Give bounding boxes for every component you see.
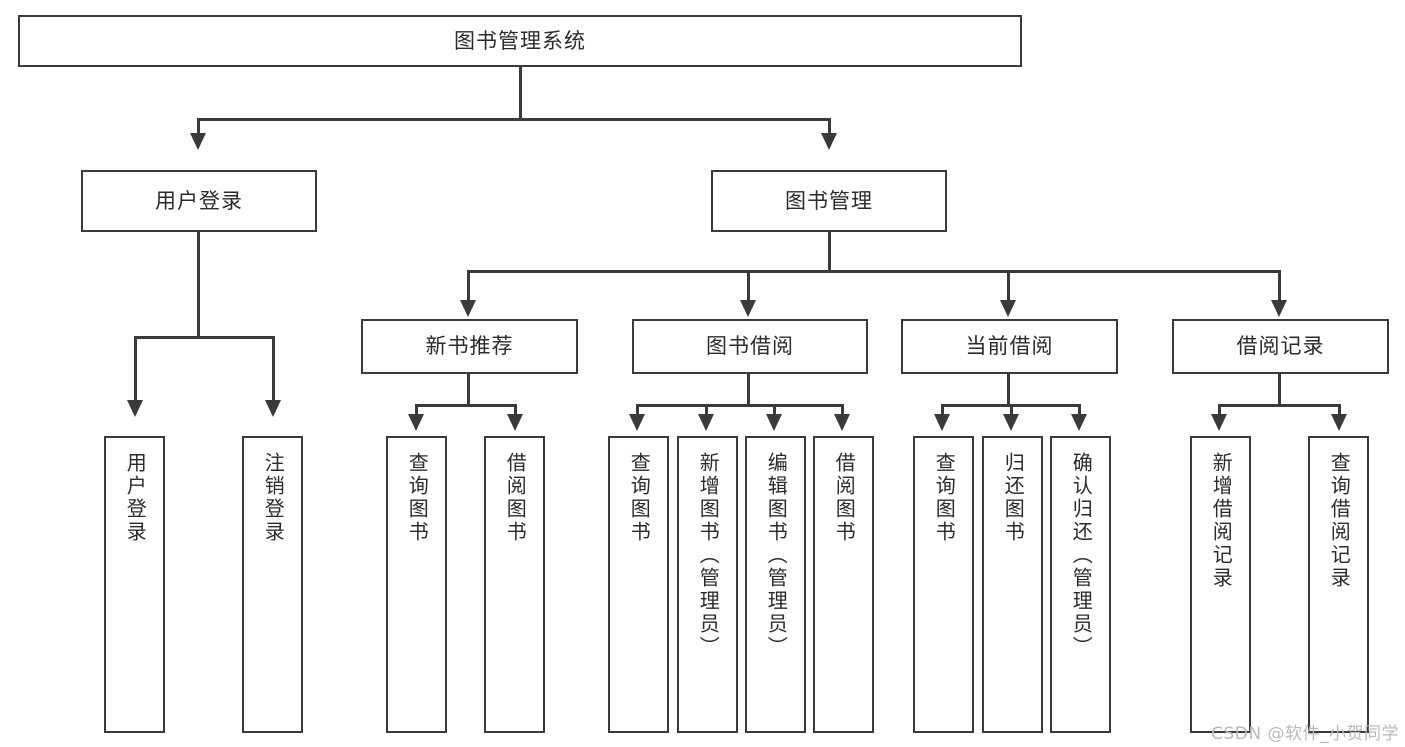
connector-book-borrow-drop-3 [841,404,844,416]
connector-new-book-drop-0 [415,404,418,416]
node-label: 用户登录 [155,188,243,213]
arrowhead-to-leaf-query-book-b [629,414,645,431]
connector-current-borrow-drop-0 [941,404,944,416]
connector-level3-drop-2 [1007,270,1010,303]
node-root-book-management-system[interactable]: 图书管理系统 [18,15,1022,67]
node-label: 当前借阅 [965,334,1054,359]
connector-level3-drop-0 [467,270,470,303]
node-borrow-record[interactable]: 借阅记录 [1172,319,1389,374]
leaf-label: 查询图书 [932,452,957,544]
connector-level3-drop-1 [747,270,750,303]
connector-level3-drop-3 [1278,270,1281,303]
connector-borrow-record-drop-1 [1338,404,1341,416]
leaf-label: 查询图书 [627,452,652,544]
connector-root-stem [519,67,522,91]
leaf-label: 查询图书 [405,452,430,544]
leaf-logout[interactable]: 注销登录 [242,436,303,733]
connector-borrow-record-drop-0 [1218,404,1221,416]
arrowhead-to-user-login [190,133,206,150]
arrowhead-to-borrow-record [1271,300,1287,317]
leaf-query-book-borrow[interactable]: 查询图书 [608,436,669,733]
connector-book-borrow-drop-1 [705,404,708,416]
node-user-login[interactable]: 用户登录 [81,170,317,232]
arrowhead-to-leaf-add-borrow-record [1211,414,1227,431]
connector-user-login-stem [197,232,200,336]
connector-user-login-bus [134,336,275,339]
node-label: 图书借阅 [706,334,794,359]
connector-book-borrow-bus [636,404,844,407]
node-label: 新书推荐 [425,334,514,359]
leaf-query-book-recommend[interactable]: 查询图书 [386,436,447,733]
leaf-label: 新增借阅记录 [1209,452,1234,590]
arrowhead-to-leaf-query-borrow-record [1331,414,1347,431]
node-new-book-recommend[interactable]: 新书推荐 [361,319,578,374]
arrowhead-to-new-book-recommend [460,300,476,317]
leaf-confirm-return-admin[interactable]: 确认归还（管理员） [1050,436,1111,733]
leaf-label: 确认归还（管理员） [1069,452,1094,659]
arrowhead-to-leaf-borrow-book-b [834,414,850,431]
node-book-management[interactable]: 图书管理 [711,170,947,232]
connector-book-borrow-drop-0 [636,404,639,416]
arrowhead-to-leaf-query-book-a [408,414,424,431]
connector-user-login-drop-0 [134,336,137,402]
leaf-borrow-book[interactable]: 借阅图书 [813,436,874,733]
connector-current-borrow-drop-2 [1078,404,1081,416]
leaf-label: 借阅图书 [832,452,857,544]
node-book-borrow[interactable]: 图书借阅 [632,319,868,374]
connector-new-book-stem [467,374,470,406]
leaf-label: 用户登录 [123,452,148,544]
leaf-label: 注销登录 [261,452,286,544]
node-label: 图书管理 [785,188,873,213]
arrowhead-to-leaf-return-book [1003,414,1019,431]
connector-root-stem-lower [519,91,522,121]
arrowhead-to-leaf-logout [265,400,281,417]
connector-new-book-drop-1 [514,404,517,416]
leaf-edit-book-admin[interactable]: 编辑图书（管理员） [745,436,806,733]
arrowhead-to-leaf-add-book [698,414,714,431]
connector-current-borrow-stem [1007,374,1010,406]
arrowhead-to-leaf-query-book-c [934,414,950,431]
arrowhead-to-leaf-confirm-return [1071,414,1087,431]
leaf-add-borrow-record[interactable]: 新增借阅记录 [1190,436,1251,733]
connector-user-login-drop-1 [272,336,275,402]
arrowhead-to-leaf-edit-book [766,414,782,431]
arrowhead-to-book-management [821,133,837,150]
leaf-label: 借阅图书 [503,452,528,544]
connector-book-borrow-stem [747,374,750,406]
leaf-label: 新增图书（管理员） [696,452,721,659]
connector-current-borrow-drop-1 [1010,404,1013,416]
connector-borrow-record-bus [1218,404,1341,407]
arrowhead-to-leaf-borrow-book-a [507,414,523,431]
connector-level3-bus [467,270,1279,273]
connector-book-borrow-drop-2 [773,404,776,416]
connector-book-management-stem [828,232,831,272]
leaf-user-login[interactable]: 用户登录 [104,436,165,733]
node-current-borrow[interactable]: 当前借阅 [901,319,1118,374]
arrowhead-to-book-borrow [740,300,756,317]
leaf-label: 归还图书 [1001,452,1026,544]
connector-level2-drop-right [828,118,831,135]
leaf-query-book-current[interactable]: 查询图书 [913,436,974,733]
leaf-label: 查询借阅记录 [1327,452,1352,590]
leaf-query-borrow-record[interactable]: 查询借阅记录 [1308,436,1369,733]
leaf-add-book-admin[interactable]: 新增图书（管理员） [677,436,738,733]
node-label: 图书管理系统 [454,28,586,53]
arrowhead-to-leaf-user-login [127,400,143,417]
arrowhead-to-current-borrow [1000,300,1016,317]
connector-level2-bus [197,118,830,121]
connector-borrow-record-stem [1278,374,1281,406]
leaf-return-book[interactable]: 归还图书 [982,436,1043,733]
connector-level2-drop-left [197,118,200,135]
watermark-text: CSDN @软件_小贺同学 [1211,724,1399,744]
connector-new-book-bus [415,404,517,407]
leaf-borrow-book-recommend[interactable]: 借阅图书 [484,436,545,733]
leaf-label: 编辑图书（管理员） [764,452,789,659]
node-label: 借阅记录 [1236,334,1325,359]
